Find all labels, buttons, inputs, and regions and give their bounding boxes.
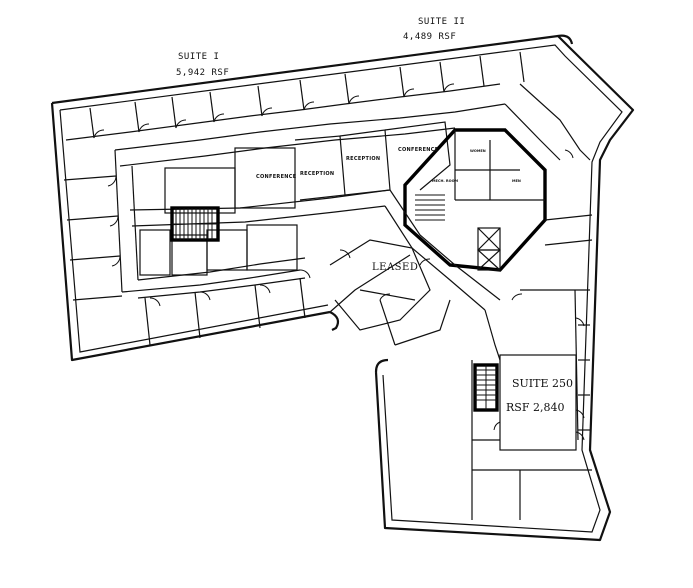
leased-area <box>329 239 451 346</box>
building-exterior-walls <box>50 34 635 542</box>
suite-250-rooms <box>471 354 592 520</box>
stair-lower <box>473 363 499 412</box>
top-row-offices <box>65 51 525 141</box>
suite-2-name: SUITE II <box>418 17 466 27</box>
door-swings <box>93 83 585 441</box>
stair-left <box>170 206 220 242</box>
leased-label: LEASED <box>372 262 419 273</box>
suite-250-area: RSF 2,840 <box>506 401 565 414</box>
left-offices <box>63 175 123 301</box>
core-room-3-label: MECH. ROOM <box>432 179 459 183</box>
conference-room-1-label: CONFERENCE <box>256 174 297 180</box>
conference-room-2-label: CONFERENCE <box>398 147 439 153</box>
suite-1-area: 5,942 RSF <box>176 68 230 78</box>
core-room-2-label: MEN <box>512 179 521 183</box>
bottom-row-offices <box>137 277 306 346</box>
suite-250-name: SUITE 250 <box>512 377 574 390</box>
suite-1-name: SUITE I <box>178 52 220 62</box>
interior-rooms <box>139 121 451 276</box>
diagonal-corridor <box>384 189 501 361</box>
reception-2-label: RECEPTION <box>346 156 381 162</box>
right-wing-offices <box>504 83 593 441</box>
suite-2-area: 4,489 RSF <box>403 32 457 42</box>
core-room-1-label: WOMEN <box>470 149 486 153</box>
reception-1-label: RECEPTION <box>300 171 335 177</box>
